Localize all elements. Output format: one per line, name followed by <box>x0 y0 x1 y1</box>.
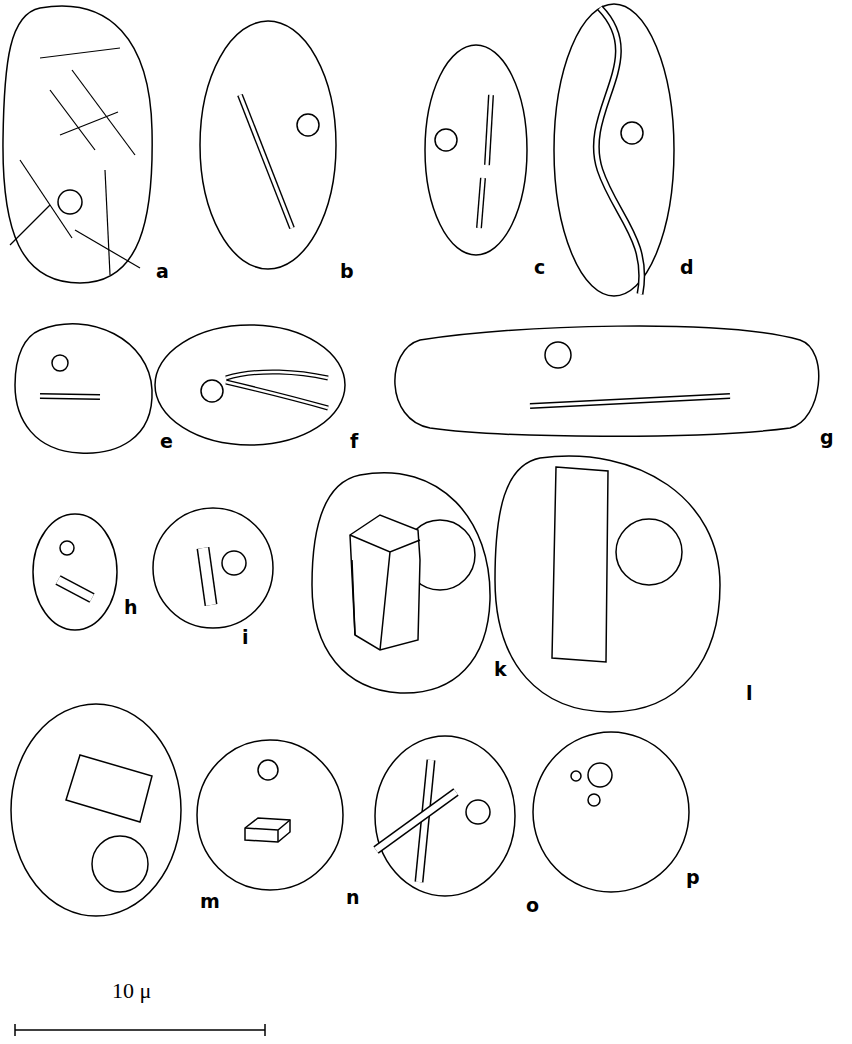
figure-letter: d <box>680 258 694 277</box>
figure-letter: l <box>746 684 753 703</box>
scale-label: 10 μ <box>112 980 151 1002</box>
figure-letter: g <box>820 428 834 447</box>
figure-letter: m <box>200 892 220 911</box>
figure-letter: b <box>340 262 354 281</box>
figure-letter: h <box>124 598 138 617</box>
figure-letter: p <box>686 868 700 887</box>
figure-letter: f <box>350 432 358 451</box>
figure-letter: c <box>534 258 545 277</box>
figure-letter: o <box>526 896 539 915</box>
figure-letter: k <box>494 660 507 679</box>
figure-letter: e <box>160 432 173 451</box>
figure-letter: n <box>346 888 360 907</box>
figure-letter: i <box>242 628 249 647</box>
figure-letter: a <box>156 262 169 281</box>
